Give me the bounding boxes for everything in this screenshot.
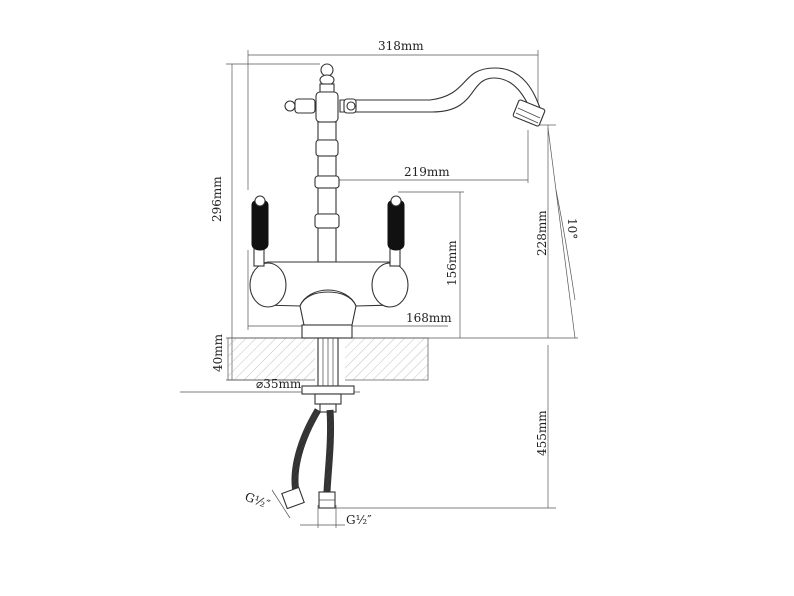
label-body-height: 156mm — [445, 240, 459, 286]
label-max-deck: 40mm — [211, 333, 225, 372]
supply-hoses — [281, 408, 336, 510]
label-spout-angle: 10° — [565, 218, 579, 239]
label-hole-diameter: ⌀35mm — [256, 377, 302, 391]
label-connection-right: G¹⁄₂″ — [346, 513, 372, 527]
label-total-height: 296mm — [210, 176, 224, 222]
dimension-labels: 318mm 296mm 219mm 228mm 156mm 168mm 40mm… — [210, 39, 579, 527]
label-body-width: 168mm — [406, 311, 452, 325]
underdeck-assembly — [301, 337, 355, 413]
label-connection-left: G¹⁄₂″ — [243, 490, 272, 512]
label-hose-length: 455mm — [535, 410, 549, 456]
faucet-body — [249, 63, 546, 339]
left-handle — [251, 199, 269, 251]
label-spout-reach: 318mm — [378, 39, 424, 53]
right-handle — [387, 199, 405, 251]
dimension-lines — [180, 50, 578, 528]
label-spout-height: 228mm — [535, 210, 549, 256]
handles — [251, 195, 405, 251]
label-spout-offset: 219mm — [404, 165, 450, 179]
